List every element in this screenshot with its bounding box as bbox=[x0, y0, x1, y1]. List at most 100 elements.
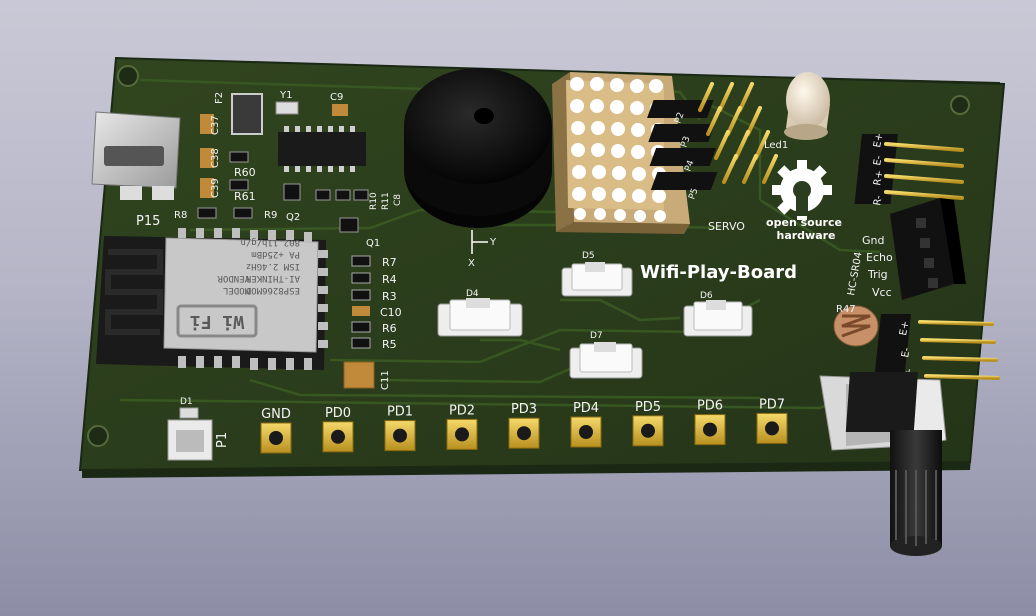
switch-d7 bbox=[569, 342, 643, 379]
connector-p1 bbox=[167, 407, 213, 461]
label-y1: Y1 bbox=[279, 90, 292, 101]
pad-pd6: PD6 bbox=[694, 399, 726, 446]
buzzer bbox=[404, 68, 552, 228]
label-bot-pin-1: E- bbox=[900, 346, 913, 358]
label-f2: F2 bbox=[214, 92, 225, 104]
board-title: Wifi-Play-Board bbox=[640, 262, 797, 283]
label-r11: R11 bbox=[381, 192, 391, 210]
label-servo-p2: P2 bbox=[673, 111, 686, 125]
pad-row: GND PD0 PD1 PD2 PD3 PD4 PD5 PD6 PD7 bbox=[260, 397, 788, 454]
oshw-text-line1: open source bbox=[766, 216, 842, 229]
label-d7: D7 bbox=[590, 331, 603, 341]
usb-connector bbox=[91, 111, 181, 200]
ldr-r47 bbox=[833, 305, 879, 347]
label-r8: R8 bbox=[174, 210, 187, 221]
label-us-trig: Trig bbox=[867, 268, 888, 281]
fuse-f2 bbox=[231, 93, 263, 135]
soic-ic bbox=[278, 126, 366, 172]
label-q1: Q1 bbox=[366, 238, 380, 249]
label-r3: R3 bbox=[382, 290, 397, 303]
resistor-r60 bbox=[229, 151, 249, 163]
resistor-r9 bbox=[233, 207, 253, 219]
wifi-module-brand: Wi Fi bbox=[190, 311, 244, 332]
resistor-r8 bbox=[197, 207, 217, 219]
label-r7: R7 bbox=[382, 256, 397, 269]
pad-label-pd3: PD3 bbox=[511, 402, 537, 417]
label-d4: D4 bbox=[466, 289, 479, 299]
pad-label-pd1: PD1 bbox=[387, 405, 413, 420]
axis-label-y: Y bbox=[489, 237, 497, 248]
transistor-q2 bbox=[283, 183, 301, 201]
label-c9: C9 bbox=[330, 92, 343, 103]
pad-pd1: PD1 bbox=[384, 405, 416, 452]
hc-sr04-socket bbox=[890, 198, 966, 300]
label-us-echo: Echo bbox=[866, 251, 893, 264]
servo-header bbox=[647, 82, 778, 190]
pad-label-pd4: PD4 bbox=[573, 401, 599, 416]
label-c38: C38 bbox=[210, 148, 221, 168]
label-d5: D5 bbox=[582, 251, 595, 261]
label-q2: Q2 bbox=[286, 212, 300, 223]
label-us-vcc: Vcc bbox=[872, 286, 892, 299]
label-servo-p4: P4 bbox=[683, 159, 696, 173]
label-servo-p5: P5 bbox=[687, 187, 700, 201]
label-us-gnd: Gnd bbox=[862, 234, 884, 247]
oshw-gear-icon bbox=[772, 160, 832, 220]
pad-label-pd5: PD5 bbox=[635, 400, 661, 415]
label-d6: D6 bbox=[700, 291, 713, 301]
wifi-line-3: AI-THINKER bbox=[245, 273, 300, 283]
resistor-r61 bbox=[229, 179, 249, 191]
led1 bbox=[784, 72, 830, 140]
label-r10: R10 bbox=[369, 192, 379, 210]
wifi-line-6: 802.11b/g/n bbox=[240, 237, 300, 247]
label-bot-pin-2: E+ bbox=[898, 320, 911, 336]
label-r61: R61 bbox=[234, 190, 256, 203]
cap-c9 bbox=[332, 104, 348, 116]
smd-part-1 bbox=[315, 189, 331, 201]
smd-caps-left bbox=[200, 114, 214, 198]
pad-pd3: PD3 bbox=[508, 402, 540, 449]
smd-part-3 bbox=[353, 189, 369, 201]
label-c11: C11 bbox=[380, 370, 391, 390]
label-r5: R5 bbox=[382, 338, 397, 351]
label-top-pin-3: E+ bbox=[872, 132, 885, 148]
header-bottom-right bbox=[873, 314, 1000, 386]
label-c8: C8 bbox=[393, 194, 403, 206]
oshw-text-line2: hardware bbox=[776, 229, 835, 242]
switch-d4 bbox=[437, 298, 523, 337]
label-c10: C10 bbox=[380, 306, 402, 319]
header-top-right-labels: R- R+ E- E+ bbox=[872, 132, 885, 206]
label-top-pin-0: R- bbox=[872, 194, 885, 206]
pad-pd0: PD0 bbox=[322, 406, 354, 453]
wifi-module bbox=[96, 228, 328, 370]
wifi-line-2: VENDOR bbox=[217, 273, 250, 283]
label-c39: C39 bbox=[210, 178, 221, 198]
label-d1: D1 bbox=[180, 397, 193, 407]
transistor-q1 bbox=[339, 217, 359, 233]
pad-label-pd2: PD2 bbox=[449, 403, 475, 418]
axis-label-x: X bbox=[468, 258, 475, 269]
label-top-pin-1: R+ bbox=[872, 170, 885, 187]
pad-label-gnd: GND bbox=[261, 407, 291, 422]
label-p1: P1 bbox=[215, 432, 230, 448]
wifi-line-0: MODEL bbox=[223, 285, 250, 295]
wifi-module-text: MODEL ESP8266MOD VENDOR AI-THINKER ISM 2… bbox=[217, 237, 300, 295]
switch-d6 bbox=[683, 300, 753, 337]
label-servo: SERVO bbox=[708, 220, 745, 233]
pad-label-pd7: PD7 bbox=[759, 397, 785, 412]
label-r6: R6 bbox=[382, 322, 397, 335]
wifi-line-1: ESP8266MOD bbox=[246, 285, 300, 295]
header-top-right bbox=[854, 134, 964, 204]
label-r9: R9 bbox=[264, 210, 277, 221]
pad-label-pd6: PD6 bbox=[697, 399, 723, 414]
label-r4: R4 bbox=[382, 273, 397, 286]
potentiometer bbox=[819, 372, 947, 556]
mounting-holes bbox=[87, 65, 970, 447]
pad-gnd: GND bbox=[260, 407, 292, 454]
pad-pd7: PD7 bbox=[756, 397, 788, 444]
label-c37: C37 bbox=[210, 115, 221, 135]
resistor-column bbox=[351, 255, 371, 349]
label-r60: R60 bbox=[234, 166, 256, 179]
crystal-y1 bbox=[275, 101, 299, 115]
